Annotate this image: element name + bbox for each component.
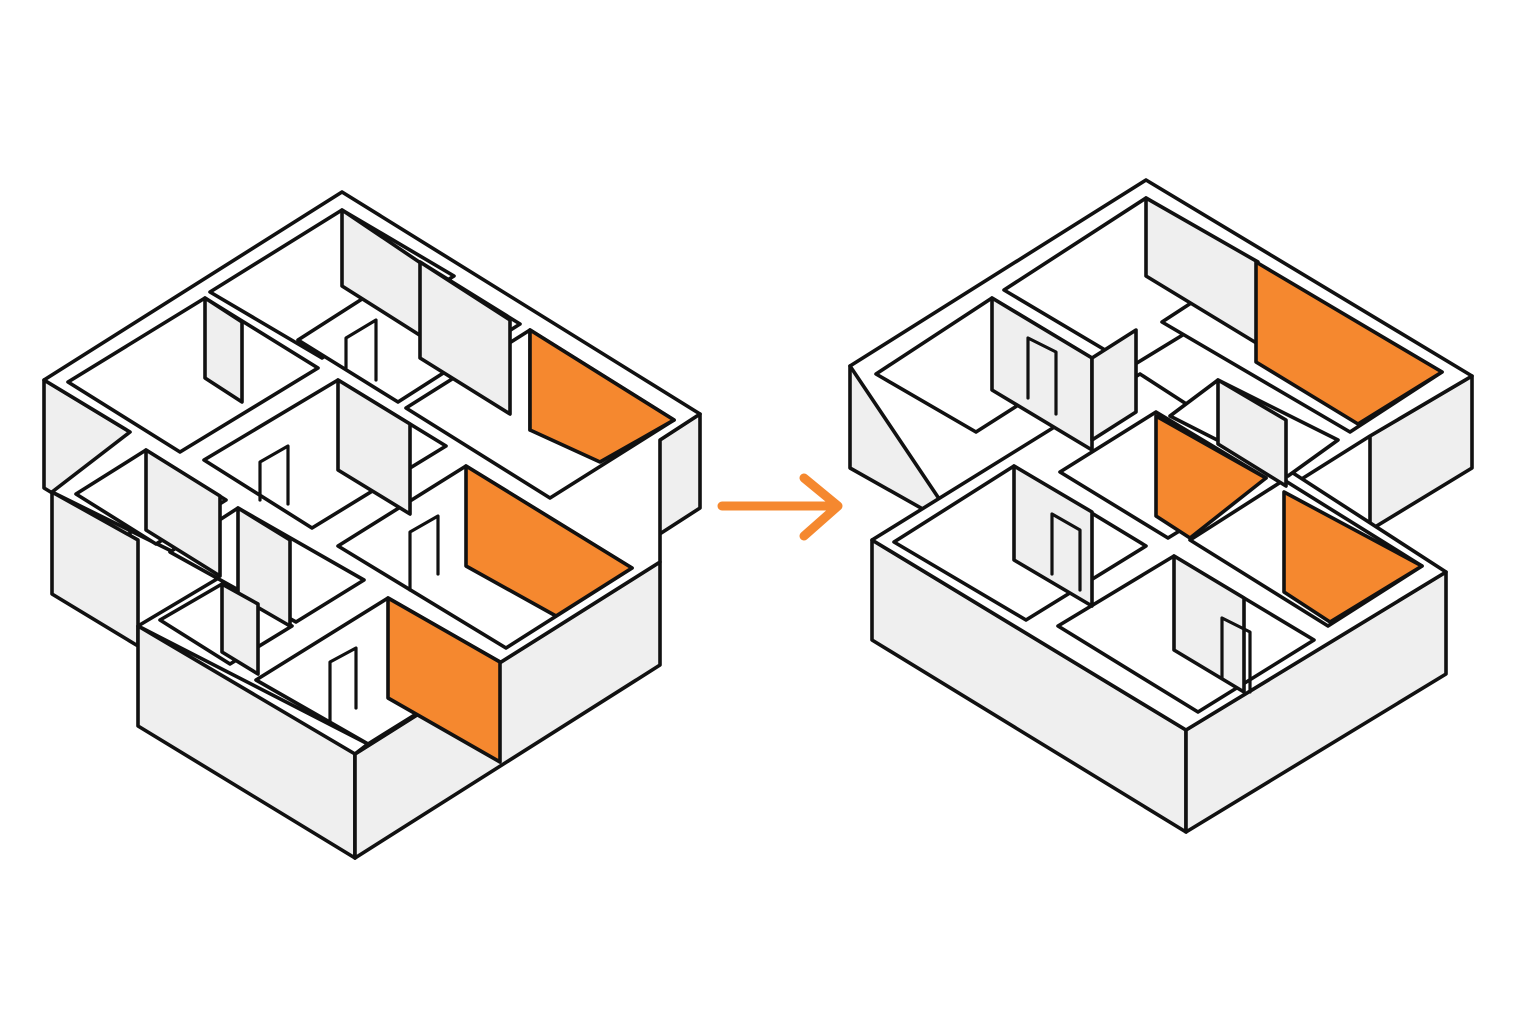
interior-wall-after-2 [990, 296, 1094, 452]
interior-wall-4 [336, 378, 412, 516]
interior-wall-after-3 [1090, 328, 1138, 442]
accent-wall-after-3 [1282, 490, 1424, 624]
interior-wall-5 [144, 448, 222, 578]
door-outline-4 [328, 646, 358, 724]
interior-wall-2 [203, 296, 244, 404]
accent-wall-before-3 [386, 596, 502, 764]
plan-after [848, 178, 1474, 834]
plan-before [42, 190, 702, 860]
interior-wall-after-6 [1172, 554, 1246, 694]
door-outline-3 [408, 514, 440, 592]
accent-wall-after-1 [1254, 260, 1444, 426]
accent-walls-after [1154, 260, 1444, 624]
door-outline-after-1 [1026, 336, 1058, 416]
accent-walls-before [386, 328, 676, 764]
door-outline-1 [344, 318, 378, 382]
interior-wall-after-4 [1216, 378, 1288, 488]
interior-wall-6 [236, 506, 292, 628]
accent-wall-before-1b [528, 328, 676, 464]
accent-wall-before-2 [464, 464, 634, 618]
door-openings-after [1026, 336, 1252, 694]
interior-wall-7 [220, 582, 260, 676]
interior-wall-3 [418, 260, 512, 416]
door-outline-2 [258, 444, 290, 506]
room-floor-2 [66, 296, 320, 454]
door-outline-after-3 [1220, 616, 1252, 694]
arrow-head [799, 473, 843, 541]
door-openings [258, 318, 440, 724]
interior-walls-after [990, 196, 1288, 694]
door-outline-after-2 [1050, 512, 1082, 592]
interior-walls [144, 208, 512, 676]
accent-wall-after-2 [1154, 414, 1268, 540]
arrow-right-icon [717, 473, 843, 541]
